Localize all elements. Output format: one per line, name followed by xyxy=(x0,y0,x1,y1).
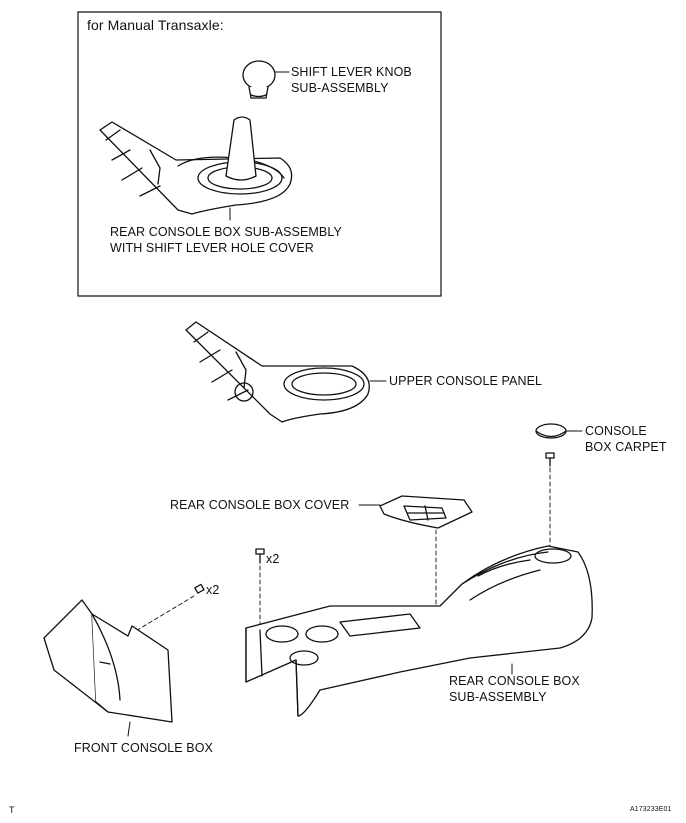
rear-console-box-label: REAR CONSOLE BOX xyxy=(449,674,580,688)
front-console-box-label: FRONT CONSOLE BOX xyxy=(74,741,213,755)
screw-icon xyxy=(545,452,555,467)
inset-frame xyxy=(77,11,442,297)
shift-lever-knob-label: SUB-ASSEMBLY xyxy=(291,81,389,95)
figure-code: A173233E01 xyxy=(630,806,672,813)
screw-icon xyxy=(194,583,205,594)
rear-console-box-cover-label: REAR CONSOLE BOX COVER xyxy=(170,498,350,512)
rear-console-box-cover-illustration xyxy=(358,495,473,529)
console-box-carpet-label: BOX CARPET xyxy=(585,440,667,454)
shift-lever-knob-label: SHIFT LEVER KNOB xyxy=(291,65,412,79)
screw-quantity-label: x2 xyxy=(266,552,280,566)
front-console-box-illustration xyxy=(43,599,173,737)
corner-mark: T xyxy=(9,805,15,815)
console-box-carpet-label: CONSOLE xyxy=(585,424,647,438)
screw-icon xyxy=(255,548,265,564)
upper-console-panel-label: UPPER CONSOLE PANEL xyxy=(389,374,543,388)
rear-console-box-label: SUB-ASSEMBLY xyxy=(449,690,547,704)
screw-quantity-label: x2 xyxy=(206,583,220,597)
rear-console-box-hole-cover-label: WITH SHIFT LEVER HOLE COVER xyxy=(110,241,314,255)
upper-console-panel-illustration xyxy=(185,321,387,423)
rear-console-box-illustration xyxy=(245,545,593,717)
console-box-carpet-illustration xyxy=(535,423,583,439)
shift-lever-knob-illustration xyxy=(242,60,290,99)
inset-title: for Manual Transaxle: xyxy=(87,17,224,33)
rear-console-box-with-hole-cover-illustration xyxy=(99,116,293,221)
rear-console-box-hole-cover-label: REAR CONSOLE BOX SUB-ASSEMBLY xyxy=(110,225,342,239)
